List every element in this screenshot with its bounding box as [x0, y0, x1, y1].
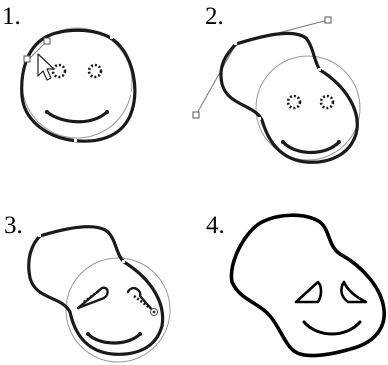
right-eye — [341, 282, 366, 302]
anchor-point — [38, 234, 41, 237]
anchor-point — [318, 68, 321, 71]
anchor-point — [258, 117, 261, 120]
anchor-point — [130, 92, 133, 95]
bezier-handle[interactable] — [193, 112, 199, 118]
mask-outline — [231, 215, 384, 355]
right-eye — [321, 96, 333, 108]
right-eye — [89, 65, 101, 77]
smile-end-point — [138, 332, 142, 336]
handle-center-point — [153, 311, 156, 314]
smile — [283, 142, 339, 153]
cursor-arrow-icon — [38, 54, 54, 80]
step-label-2: 2. — [205, 3, 224, 30]
anchor-point — [110, 36, 113, 39]
panel-4: 4. — [206, 212, 384, 356]
anchor-point — [234, 42, 237, 45]
panel-3: 3. — [4, 212, 170, 362]
bezier-handle[interactable] — [325, 17, 331, 23]
smile-end-point — [337, 140, 341, 144]
smile — [47, 112, 107, 122]
panel-2: 2. — [193, 3, 360, 162]
left-eye — [53, 65, 65, 77]
anchor-point — [122, 260, 125, 263]
bezier-handle[interactable] — [44, 38, 50, 44]
panel-1: 1. — [2, 3, 135, 142]
smile-end-point — [45, 110, 49, 114]
step-label-1: 1. — [2, 3, 21, 30]
step-label-4: 4. — [206, 212, 225, 239]
step-label-3: 3. — [4, 212, 23, 239]
left-eye — [296, 282, 321, 302]
smile-end-point — [281, 140, 285, 144]
anchor-point — [74, 139, 77, 142]
smile — [88, 334, 140, 343]
left-eye — [288, 96, 300, 108]
head-outline — [29, 227, 163, 355]
bezier-handle[interactable] — [24, 56, 30, 62]
guide-circle — [256, 56, 360, 160]
mouth — [304, 322, 360, 334]
handle-line — [196, 44, 236, 115]
left-eye — [78, 288, 108, 308]
smile-end-point — [86, 332, 90, 336]
smile-end-point — [105, 110, 109, 114]
